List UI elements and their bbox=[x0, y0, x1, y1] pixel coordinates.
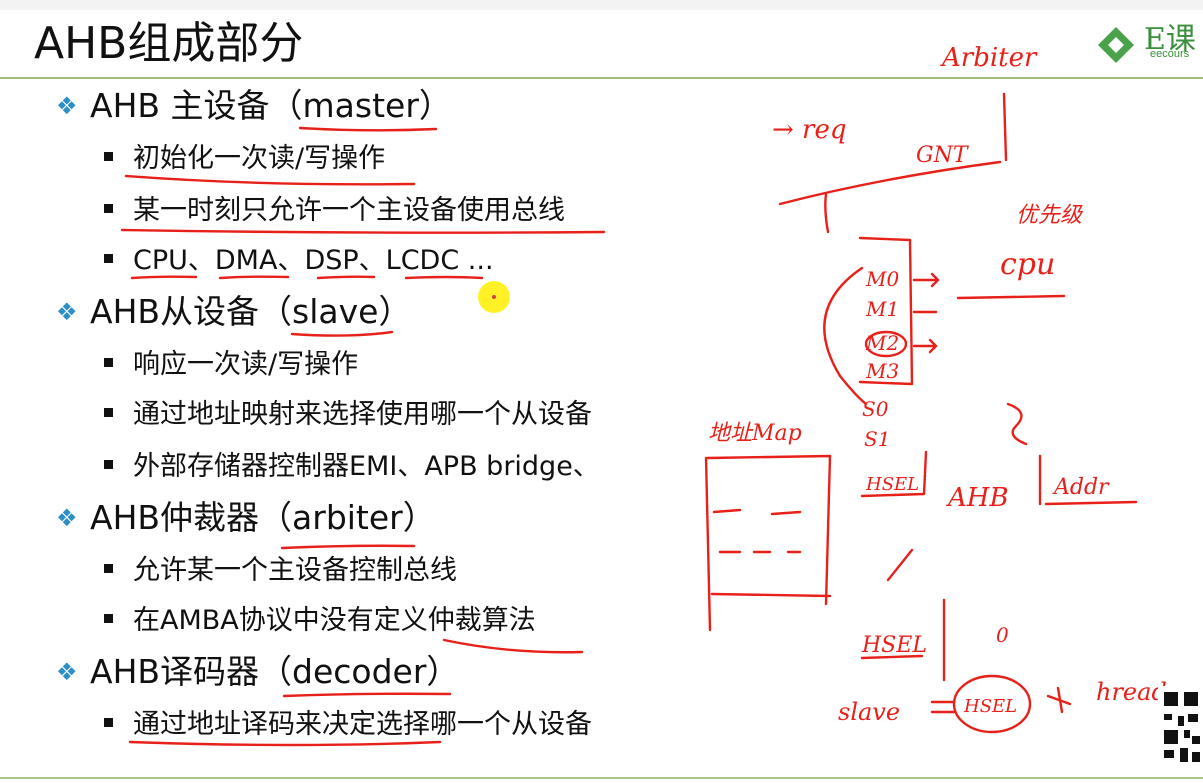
annotation-text: HSEL bbox=[861, 633, 927, 658]
stroke bbox=[860, 654, 924, 660]
annotation-text: 0 bbox=[996, 623, 1009, 647]
square-bullet-icon bbox=[104, 358, 113, 367]
square-bullet-icon bbox=[104, 204, 113, 213]
arrow-icon bbox=[912, 272, 940, 288]
annotation-text: M2 bbox=[865, 331, 899, 355]
logo-subtext: eecours bbox=[1150, 48, 1190, 60]
annotation-text: → req bbox=[772, 115, 847, 145]
annotation-text: M0 bbox=[865, 267, 899, 291]
annotation-text: M3 bbox=[865, 359, 899, 383]
list-item: 某一时刻只允许一个主设备使用总线 bbox=[104, 194, 565, 228]
annotation-text: HSEL bbox=[963, 696, 1017, 717]
list-item: 允许某一个主设备控制总线 bbox=[104, 554, 457, 588]
list-item: 通过地址译码来决定选择哪一个从设备 bbox=[104, 708, 592, 742]
underline-item-2 bbox=[120, 228, 606, 234]
underline-slave bbox=[290, 330, 394, 337]
section-heading-decoder: ❖ AHB译码器（decoder） bbox=[56, 652, 459, 692]
square-bullet-icon bbox=[104, 564, 113, 573]
stroke bbox=[1046, 686, 1072, 714]
underline-item-1 bbox=[124, 174, 416, 186]
list-item-text: 某一时刻只允许一个主设备使用总线 bbox=[133, 195, 565, 226]
list-item-text: 初始化一次读/写操作 bbox=[133, 143, 386, 174]
square-bullet-icon bbox=[104, 718, 113, 727]
section-heading-text: AHB译码器（decoder） bbox=[90, 652, 460, 691]
section-heading-slave: ❖ AHB从设备（slave） bbox=[56, 292, 411, 332]
section-heading-text: AHB从设备（slave） bbox=[90, 292, 412, 331]
stroke bbox=[956, 294, 1066, 300]
diamond-bullet-icon: ❖ bbox=[56, 658, 78, 686]
list-item-text: 响应一次读/写操作 bbox=[133, 349, 359, 380]
section-heading-arbiter: ❖ AHB仲裁器（arbiter） bbox=[56, 498, 436, 538]
stroke bbox=[1002, 92, 1008, 162]
underline-algorithm bbox=[442, 638, 584, 654]
list-item: 响应一次读/写操作 bbox=[104, 348, 358, 382]
annotation-text: GNT bbox=[916, 143, 970, 168]
stroke bbox=[930, 700, 956, 714]
arrow-icon bbox=[912, 338, 938, 354]
annotation-text: 地址Map bbox=[708, 421, 802, 446]
annotation-text: S0 bbox=[862, 397, 889, 421]
square-bullet-icon bbox=[104, 152, 113, 161]
stroke bbox=[952, 674, 1032, 734]
square-bullet-icon bbox=[104, 254, 113, 263]
stroke bbox=[778, 160, 1002, 206]
list-item-text: 通过地址译码来决定选择哪一个从设备 bbox=[133, 709, 592, 740]
pointer-highlight-icon bbox=[478, 281, 510, 313]
list-item-text: 外部存储器控制器EMI、APB bridge、 bbox=[133, 451, 600, 482]
stroke bbox=[712, 508, 802, 516]
underline-decoder bbox=[282, 692, 452, 698]
diamond-bullet-icon: ❖ bbox=[56, 92, 78, 120]
list-item: CPU、DMA、DSP、LCDC ... bbox=[104, 244, 494, 278]
list-item-text: CPU、DMA、DSP、LCDC ... bbox=[133, 245, 494, 276]
qr-code-icon bbox=[1158, 686, 1203, 770]
annotation-text: cpu bbox=[1000, 247, 1055, 282]
list-item-text: 允许某一个主设备控制总线 bbox=[133, 555, 457, 586]
eecourse-logo-icon bbox=[1098, 27, 1134, 63]
underline-decode bbox=[128, 740, 442, 747]
list-item: 外部存储器控制器EMI、APB bridge、 bbox=[104, 450, 600, 484]
list-item-text: 通过地址映射来选择使用哪一个从设备 bbox=[133, 399, 592, 430]
square-bullet-icon bbox=[104, 614, 113, 623]
stroke bbox=[860, 450, 928, 498]
underline-arbiter bbox=[280, 544, 416, 550]
section-heading-text: AHB仲裁器（arbiter） bbox=[90, 498, 436, 537]
stroke bbox=[824, 192, 830, 234]
slide-title: AHB组成部分 bbox=[34, 18, 304, 69]
annotation-text: 优先级 bbox=[1016, 203, 1084, 228]
logo-text: E课 bbox=[1144, 22, 1196, 57]
annotation-text: M1 bbox=[865, 297, 899, 321]
stroke bbox=[706, 454, 832, 606]
section-heading-master: ❖ AHB 主设备（master） bbox=[56, 86, 452, 126]
stroke bbox=[886, 548, 914, 582]
annotation-text: AHB bbox=[946, 483, 1009, 513]
top-band bbox=[0, 0, 1203, 10]
annotation-text: S1 bbox=[864, 427, 890, 451]
bottom-divider bbox=[0, 777, 1203, 779]
annotation-text: Addr bbox=[1052, 475, 1110, 500]
stroke bbox=[1044, 500, 1138, 506]
section-heading-text: AHB 主设备（master） bbox=[90, 86, 452, 125]
square-bullet-icon bbox=[104, 460, 113, 469]
list-item: 通过地址映射来选择使用哪一个从设备 bbox=[104, 398, 592, 432]
stroke bbox=[823, 266, 868, 406]
stroke bbox=[1006, 402, 1028, 446]
list-item: 在AMBA协议中没有定义仲裁算法 bbox=[104, 604, 536, 638]
annotation-text: Arbiter bbox=[940, 43, 1038, 73]
annotation-text: HSEL bbox=[865, 474, 919, 495]
stroke bbox=[858, 236, 914, 386]
square-bullet-icon bbox=[104, 408, 113, 417]
list-item-text: 在AMBA协议中没有定义仲裁算法 bbox=[133, 605, 536, 636]
title-divider bbox=[0, 77, 1203, 79]
diamond-bullet-icon: ❖ bbox=[56, 504, 78, 532]
list-item: 初始化一次读/写操作 bbox=[104, 142, 385, 176]
stroke bbox=[710, 592, 832, 598]
underline-master bbox=[298, 126, 438, 132]
diamond-bullet-icon: ❖ bbox=[56, 298, 78, 326]
stroke bbox=[704, 456, 712, 632]
annotation-text: slave bbox=[838, 698, 900, 726]
stroke bbox=[864, 330, 908, 358]
